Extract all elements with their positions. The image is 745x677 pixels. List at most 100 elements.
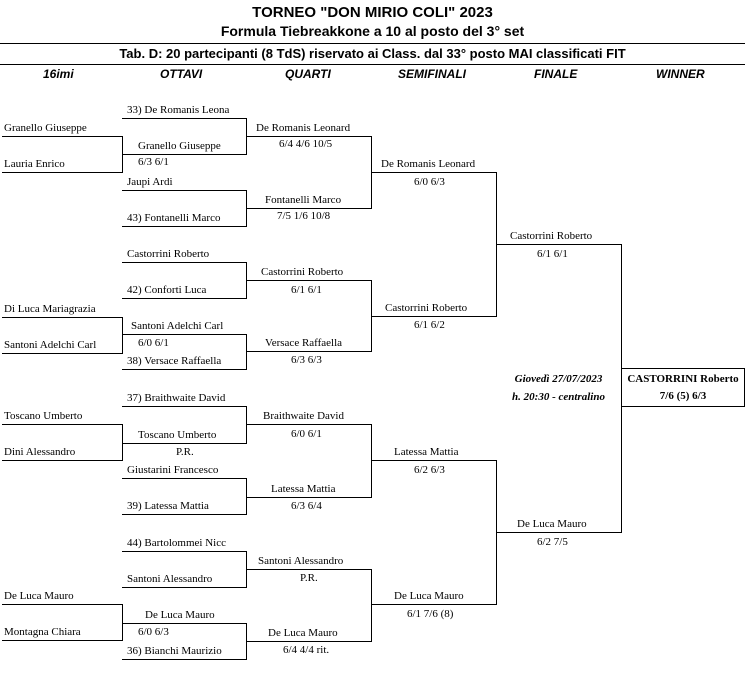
- player-ottavi: Giustarini Francesco: [127, 464, 219, 476]
- bracket-line: [2, 136, 123, 137]
- winner-score: 7/6 (5) 6/3: [659, 390, 707, 402]
- score-ottavi: 6/4 4/4 rit.: [283, 644, 330, 656]
- player-r16: Toscano Umberto: [4, 410, 83, 422]
- score-ottavi: 6/1 6/1: [291, 284, 322, 296]
- bracket-line: [2, 460, 123, 461]
- player-ottavi: Granello Giuseppe: [138, 140, 221, 152]
- player-ottavi: Santoni Alessandro: [127, 573, 213, 585]
- bracket-line: [246, 208, 372, 209]
- player-ottavi: De Luca Mauro: [145, 609, 215, 621]
- bracket-line: [2, 317, 123, 318]
- bracket-line: [122, 190, 247, 191]
- score-r16: 6/3 6/1: [138, 156, 169, 168]
- bracket-line: [122, 587, 247, 588]
- bracket-line: [122, 154, 247, 155]
- bracket-line: [371, 316, 497, 317]
- player-semifinale: De Luca Mauro: [394, 590, 464, 602]
- player-quarti: Braithwaite David: [263, 410, 344, 422]
- bracket-line: [246, 478, 247, 514]
- score-ottavi: 6/3 6/3: [291, 354, 322, 366]
- bracket-line: [122, 443, 247, 444]
- player-ottavi: 36) Bianchi Maurizio: [127, 645, 222, 657]
- bracket-line: [122, 298, 247, 299]
- bracket-line: [122, 118, 247, 119]
- bracket-line: [122, 478, 247, 479]
- bracket-line: [122, 334, 247, 335]
- final-time: h. 20:30 - centralino: [512, 391, 605, 403]
- bracket-line: [246, 136, 372, 137]
- final-date: Giovedì 27/07/2023: [514, 373, 603, 385]
- score-ottavi: 6/4 4/6 10/5: [279, 138, 333, 150]
- player-ottavi: 44) Bartolommei Nicc: [127, 537, 226, 549]
- bracket-line: [122, 551, 247, 552]
- player-ottavi: Toscano Umberto: [138, 429, 217, 441]
- bracket-line: [122, 514, 247, 515]
- bracket-line: [246, 351, 372, 352]
- score-quarti: 6/2 6/3: [414, 464, 445, 476]
- player-quarti: Versace Raffaella: [265, 337, 343, 349]
- bracket-line: [246, 280, 372, 281]
- bracket-line: [496, 532, 622, 533]
- player-r16: De Luca Mauro: [4, 590, 74, 602]
- player-ottavi: Castorrini Roberto: [127, 248, 210, 260]
- score-r16: 6/0 6/3: [138, 626, 169, 638]
- player-finale: Castorrini Roberto: [510, 230, 593, 242]
- bracket-line: [2, 353, 123, 354]
- player-r16: Montagna Chiara: [4, 626, 81, 638]
- bracket-line: [2, 604, 123, 605]
- bracket-line: [246, 424, 372, 425]
- header-divider-bottom: [0, 64, 745, 65]
- column-header-semifinali: SEMIFINALI: [398, 67, 466, 81]
- player-r16: Lauria Enrico: [4, 158, 65, 170]
- score-ottavi: 7/5 1/6 10/8: [277, 210, 331, 222]
- score-r16: P.R.: [176, 446, 194, 458]
- player-semifinale: De Romanis Leonard: [381, 158, 476, 170]
- bracket-line: [122, 262, 247, 263]
- score-quarti: 6/1 6/2: [414, 319, 445, 331]
- player-ottavi: 33) De Romanis Leona: [127, 104, 230, 116]
- tournament-subtitle: Formula Tiebreakkone a 10 al posto del 3…: [220, 23, 525, 39]
- player-ottavi: 42) Conforti Luca: [127, 284, 207, 296]
- bracket-line: [122, 369, 247, 370]
- bracket-line: [122, 623, 247, 624]
- table-info: Tab. D: 20 partecipanti (8 TdS) riservat…: [119, 46, 626, 61]
- player-finale: De Luca Mauro: [517, 518, 587, 530]
- player-ottavi: Santoni Adelchi Carl: [131, 320, 224, 332]
- player-quarti: Castorrini Roberto: [261, 266, 344, 278]
- player-quarti: De Luca Mauro: [268, 627, 338, 639]
- bracket-line: [496, 244, 622, 245]
- score-quarti: 6/1 7/6 (8): [407, 608, 454, 620]
- bracket-line: [371, 172, 497, 173]
- bracket-line: [122, 226, 247, 227]
- score-r16: 6/0 6/1: [138, 337, 169, 349]
- bracket-line: [122, 317, 123, 353]
- score-ottavi: 6/3 6/4: [291, 500, 322, 512]
- bracket-line: [2, 424, 123, 425]
- bracket-line: [122, 406, 247, 407]
- player-ottavi: 38) Versace Raffaella: [127, 355, 222, 367]
- score-semifinale: 6/1 6/1: [537, 248, 568, 260]
- bracket-line: [122, 604, 123, 640]
- bracket-line: [122, 659, 247, 660]
- bracket-line: [371, 569, 372, 641]
- bracket-line: [246, 497, 372, 498]
- column-header-16imi: 16imi: [43, 67, 74, 81]
- column-header-finale: FINALE: [534, 67, 578, 81]
- bracket-line: [246, 641, 372, 642]
- player-r16: Granello Giuseppe: [4, 122, 87, 134]
- score-quarti: 6/0 6/3: [414, 176, 445, 188]
- header-divider-top: [0, 43, 745, 44]
- bracket-line: [2, 172, 123, 173]
- player-semifinale: Latessa Mattia: [394, 446, 459, 458]
- score-ottavi: 6/0 6/1: [291, 428, 322, 440]
- player-ottavi: Jaupi Ardi: [127, 176, 173, 188]
- player-quarti: Latessa Mattia: [271, 483, 336, 495]
- bracket-line: [371, 604, 497, 605]
- player-quarti: De Romanis Leonard: [256, 122, 351, 134]
- player-ottavi: 43) Fontanelli Marco: [127, 212, 221, 224]
- score-semifinale: 6/2 7/5: [537, 536, 568, 548]
- bracket-line: [122, 424, 123, 460]
- player-r16: Dini Alessandro: [4, 446, 76, 458]
- column-header-winner: WINNER: [656, 67, 705, 81]
